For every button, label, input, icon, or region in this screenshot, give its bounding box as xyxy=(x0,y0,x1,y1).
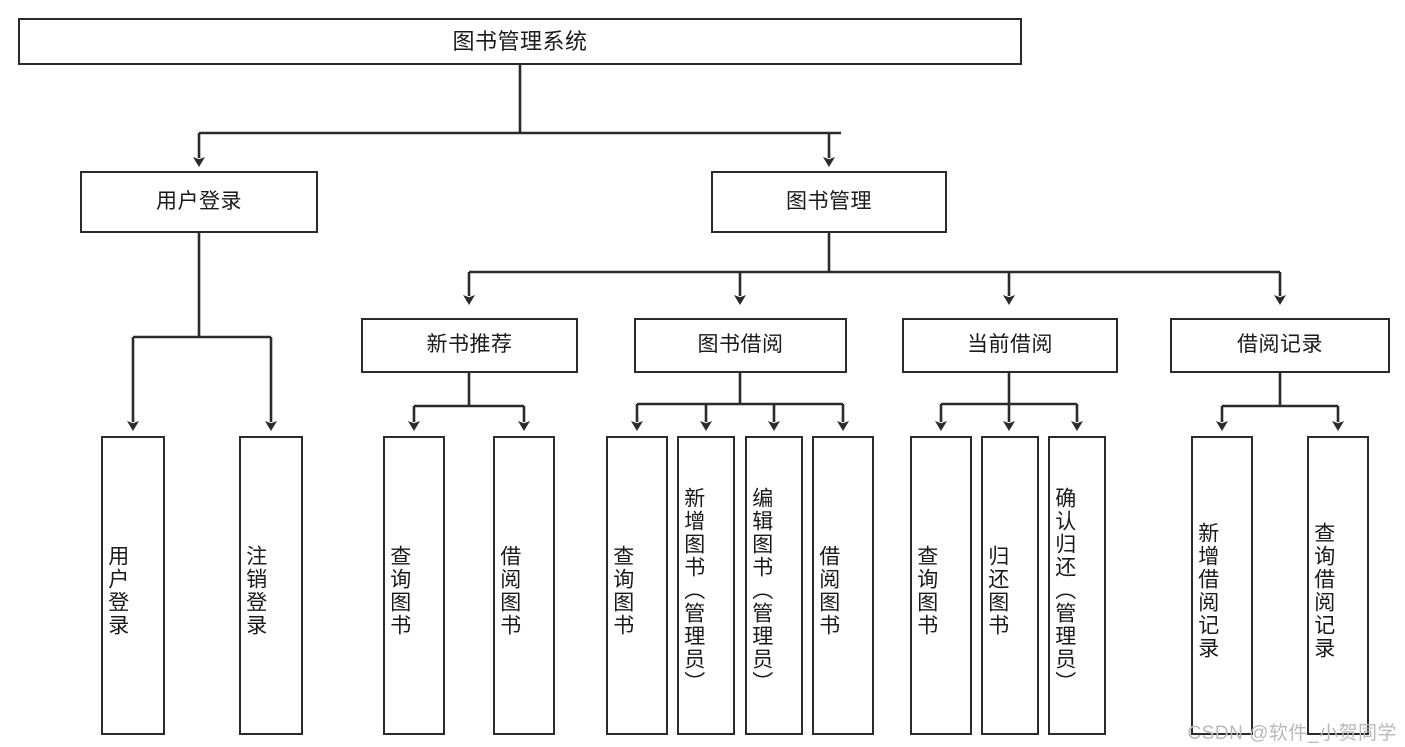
node-current-borrow[interactable]: 当前借阅 xyxy=(902,318,1118,373)
node-query-book-1[interactable]: 查询图书 xyxy=(383,436,445,735)
node-edit-book-admin[interactable]: 编辑图书（管理员） xyxy=(745,436,803,735)
node-query-borrow-record[interactable]: 查询借阅记录 xyxy=(1307,436,1369,735)
node-label: 图书管理 xyxy=(786,189,872,213)
node-label: 注销登录 xyxy=(243,544,267,637)
node-query-book-3[interactable]: 查询图书 xyxy=(910,436,972,735)
node-label: 借阅记录 xyxy=(1237,333,1323,357)
node-label: 借阅图书 xyxy=(497,544,521,637)
node-borrow-record[interactable]: 借阅记录 xyxy=(1170,318,1390,373)
node-add-book-admin[interactable]: 新增图书（管理员） xyxy=(677,436,735,735)
node-root-book-management-system[interactable]: 图书管理系统 xyxy=(18,18,1022,65)
node-label: 图书管理系统 xyxy=(452,28,588,54)
node-user-login[interactable]: 用户登录 xyxy=(80,171,318,233)
node-label: 借阅图书 xyxy=(816,544,840,637)
node-book-management[interactable]: 图书管理 xyxy=(711,171,947,233)
node-label: 归还图书 xyxy=(985,544,1009,637)
node-label: 查询图书 xyxy=(914,544,938,637)
node-label: 新增借阅记录 xyxy=(1195,521,1219,660)
node-confirm-return-admin[interactable]: 确认归还（管理员） xyxy=(1048,436,1106,735)
node-label: 查询图书 xyxy=(387,544,411,637)
node-label: 查询借阅记录 xyxy=(1311,521,1335,660)
node-borrow-book-1[interactable]: 借阅图书 xyxy=(493,436,555,735)
node-user-login-leaf[interactable]: 用户登录 xyxy=(101,436,165,735)
node-user-logout-leaf[interactable]: 注销登录 xyxy=(239,436,303,735)
node-label: 新书推荐 xyxy=(426,333,513,357)
node-label: 编辑图书（管理员） xyxy=(749,487,773,694)
node-label: 图书借阅 xyxy=(697,333,784,357)
node-book-borrow[interactable]: 图书借阅 xyxy=(634,318,847,373)
node-borrow-book-2[interactable]: 借阅图书 xyxy=(812,436,874,735)
node-label: 确认归还（管理员） xyxy=(1052,487,1076,694)
node-new-book-recommend[interactable]: 新书推荐 xyxy=(361,318,578,373)
node-return-book[interactable]: 归还图书 xyxy=(981,436,1039,735)
node-add-borrow-record[interactable]: 新增借阅记录 xyxy=(1191,436,1253,735)
node-label: 当前借阅 xyxy=(967,333,1053,357)
node-label: 用户登录 xyxy=(156,189,242,213)
node-label: 新增图书（管理员） xyxy=(681,487,705,694)
csdn-watermark: CSDN @软件_小贺同学 xyxy=(1187,723,1397,744)
node-label: 查询图书 xyxy=(610,544,634,637)
node-query-book-2[interactable]: 查询图书 xyxy=(606,436,668,735)
node-label: 用户登录 xyxy=(105,544,129,637)
